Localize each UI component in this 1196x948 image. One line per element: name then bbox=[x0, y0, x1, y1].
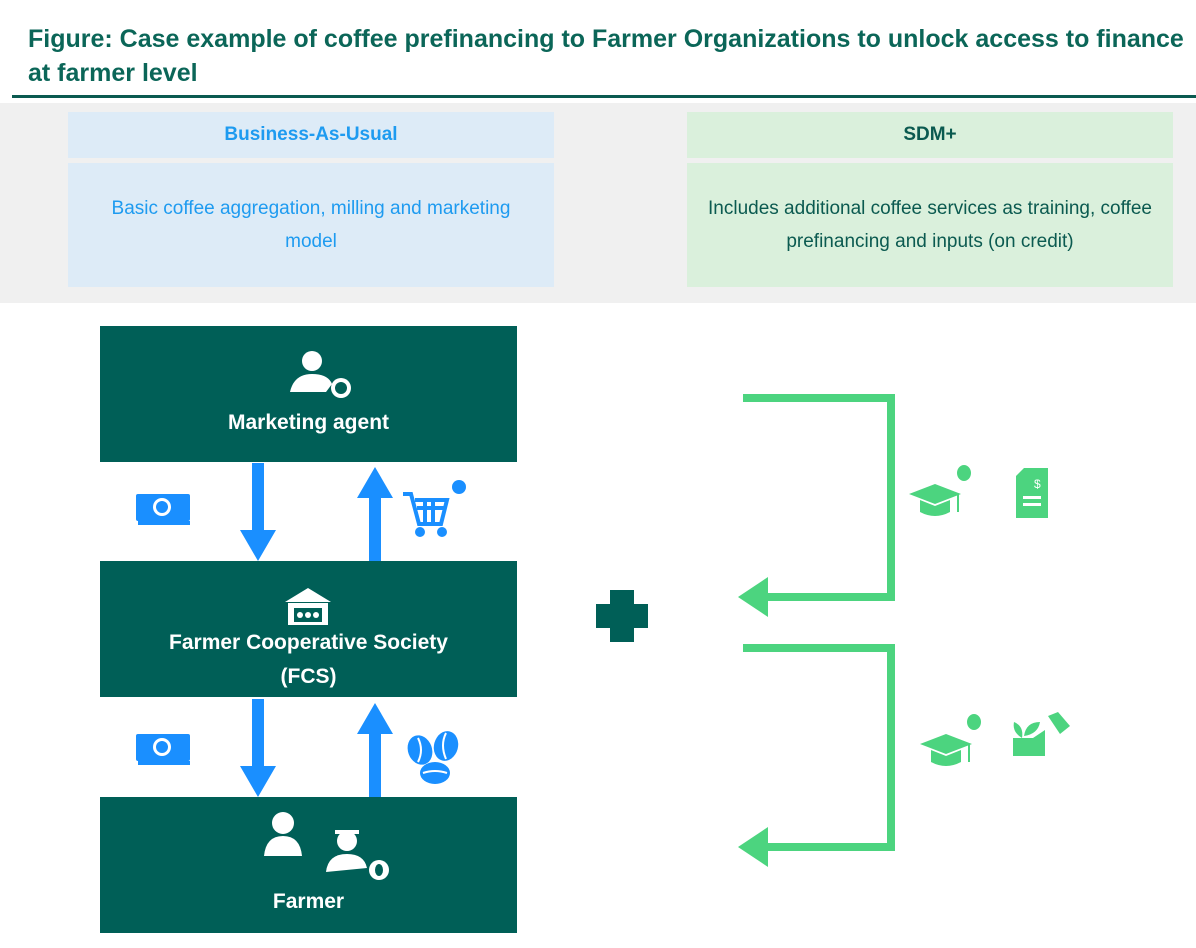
marketing-agent-label: Marketing agent bbox=[227, 411, 390, 434]
plus-icon bbox=[596, 590, 648, 642]
training-icon bbox=[920, 714, 981, 766]
sdm-header: SDM+ bbox=[687, 112, 1173, 158]
coffee-beans-icon bbox=[407, 731, 459, 784]
money-down-arrow-2 bbox=[240, 699, 276, 797]
sdm-arrowhead-1 bbox=[738, 577, 768, 617]
sdm-arrowhead-2 bbox=[738, 827, 768, 867]
marketing-agent-box: Marketing agent bbox=[100, 326, 517, 462]
money-down-arrow-1 bbox=[240, 463, 276, 561]
money-icon bbox=[136, 494, 190, 525]
money-icon bbox=[136, 734, 190, 765]
coffee-up-arrow-2 bbox=[357, 703, 393, 797]
figure-title: Figure: Case example of coffee prefinanc… bbox=[28, 25, 1184, 87]
farmers-icon bbox=[264, 812, 389, 880]
sdm-service-bracket-2 bbox=[743, 644, 895, 851]
fcs-box: Farmer Cooperative Society (FCS) bbox=[100, 561, 517, 697]
farmer-box: Farmer bbox=[100, 797, 517, 933]
title-divider bbox=[12, 95, 1196, 98]
warehouse-icon bbox=[285, 588, 331, 625]
fcs-abbrev: (FCS) bbox=[280, 665, 337, 688]
prefinancing-document-icon: $ bbox=[1016, 468, 1048, 518]
farmer-label: Farmer bbox=[272, 890, 345, 913]
sdm-description: Includes additional coffee services as t… bbox=[687, 163, 1173, 287]
bau-description: Basic coffee aggregation, milling and ma… bbox=[68, 163, 554, 287]
inputs-on-credit-icon bbox=[1013, 712, 1070, 756]
dollar-sign: $ bbox=[1034, 477, 1041, 491]
sdm-service-bracket-1 bbox=[743, 394, 895, 601]
goods-up-arrow-1 bbox=[357, 467, 393, 561]
fcs-label: Farmer Cooperative Society bbox=[169, 631, 448, 654]
shopping-cart-icon bbox=[403, 480, 466, 537]
bau-header: Business-As-Usual bbox=[68, 112, 554, 158]
training-icon bbox=[909, 465, 971, 516]
agent-icon bbox=[290, 351, 351, 398]
